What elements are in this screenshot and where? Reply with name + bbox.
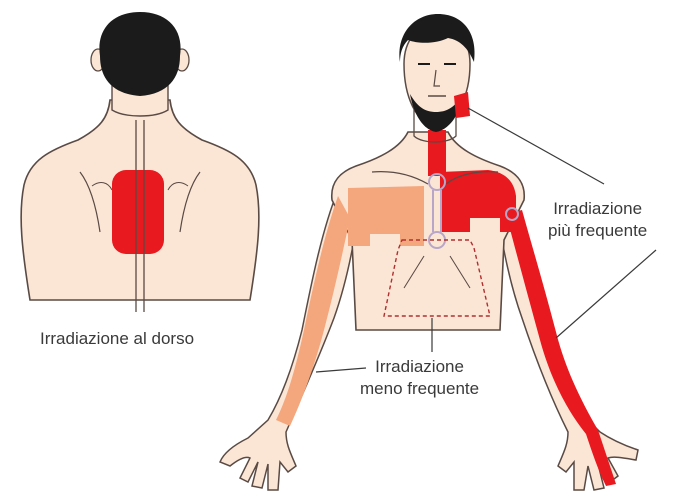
back-view-figure bbox=[21, 12, 259, 312]
leader-arm-to-frequent-label bbox=[556, 250, 656, 338]
label-frequent-radiation: Irradiazione più frequente bbox=[548, 198, 647, 242]
back-pain-area bbox=[112, 170, 164, 254]
label-less-frequent-radiation: Irradiazione meno frequente bbox=[360, 356, 479, 400]
back-hair bbox=[99, 12, 180, 96]
label-frequent-line2: più frequente bbox=[548, 220, 647, 242]
frequent-arm-area bbox=[506, 210, 616, 486]
frequent-jaw-area bbox=[454, 92, 470, 118]
frequent-neck-area bbox=[428, 130, 446, 176]
label-less-frequent-line2: meno frequente bbox=[360, 378, 479, 400]
leader-arm-to-less-label bbox=[316, 368, 366, 372]
label-frequent-line1: Irradiazione bbox=[548, 198, 647, 220]
label-less-frequent-line1: Irradiazione bbox=[360, 356, 479, 378]
label-back-radiation: Irradiazione al dorso bbox=[40, 328, 194, 350]
front-view-figure bbox=[220, 14, 638, 490]
